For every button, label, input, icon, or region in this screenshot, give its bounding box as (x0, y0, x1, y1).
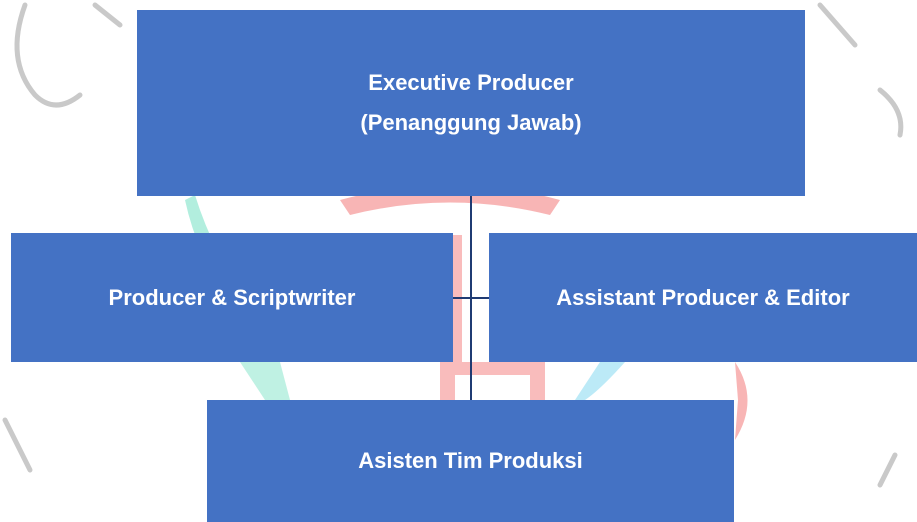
watermark-arc-left (14, 2, 83, 108)
node-producer-scriptwriter: Producer & Scriptwriter (11, 233, 453, 362)
connector-horizontal (453, 297, 489, 299)
watermark-red-base (440, 362, 545, 400)
watermark-arc-bottom-right (877, 452, 898, 488)
assistant-producer-editor-label: Assistant Producer & Editor (556, 284, 850, 310)
executive-producer-subtitle: (Penanggung Jawab) (360, 110, 582, 135)
watermark-arc-top (92, 2, 123, 28)
watermark-red-right (735, 362, 748, 440)
executive-producer-title: Executive Producer (368, 70, 574, 95)
watermark-teal-base (240, 362, 290, 400)
producer-scriptwriter-label: Producer & Scriptwriter (108, 284, 356, 310)
node-assistant-producer-editor: Assistant Producer & Editor (489, 233, 917, 362)
watermark-cyan-shape (575, 362, 625, 400)
node-asisten-tim-produksi: Asisten Tim Produksi (207, 400, 734, 522)
watermark-arc-right (817, 2, 858, 48)
watermark-arc-bottom-left (2, 417, 33, 473)
node-executive-producer: Executive Producer (Penanggung Jawab) (137, 10, 805, 196)
asisten-tim-produksi-label: Asisten Tim Produksi (358, 448, 583, 473)
watermark-arc-right2 (877, 87, 904, 138)
